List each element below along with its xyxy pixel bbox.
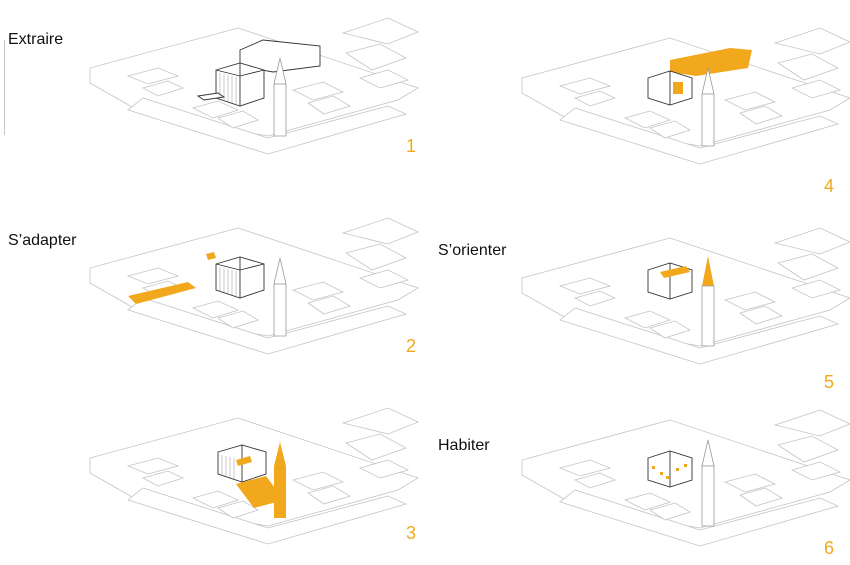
label-sorienter: S’orienter [438,242,507,259]
site-axonometric-4 [521,27,850,165]
site-axonometric-6 [521,409,850,547]
building-emptied [647,70,693,106]
site-axonometric-2 [89,217,420,355]
label-sadapter: S’adapter [8,232,77,249]
panel-number-2: 2 [406,336,417,356]
church-tower [701,285,715,347]
adaptation-plinth [128,282,196,304]
site-axonometric-3 [89,407,420,545]
panel-number-1: 1 [406,136,417,156]
church-tower [701,439,715,527]
panel-number-3: 3 [406,523,417,543]
building-adapted [215,256,265,299]
church-spire-highlight [702,256,714,286]
church-tower [273,257,287,337]
label-habiter: Habiter [438,437,490,454]
site-axonometric-5 [521,227,850,365]
church-tower [273,57,287,137]
panel-number-6: 6 [824,538,835,558]
church-tower-highlight [274,442,286,518]
building-inhabited [647,450,693,488]
margin-rule [4,40,5,135]
label-extraire: Extraire [8,31,64,48]
roof-garden-highlight [670,48,752,76]
church-tower [701,67,715,147]
site-axonometric-1 [89,17,420,155]
panel-number-5: 5 [824,372,835,392]
public-space-highlight [236,476,284,508]
panel-number-4: 4 [824,176,835,196]
